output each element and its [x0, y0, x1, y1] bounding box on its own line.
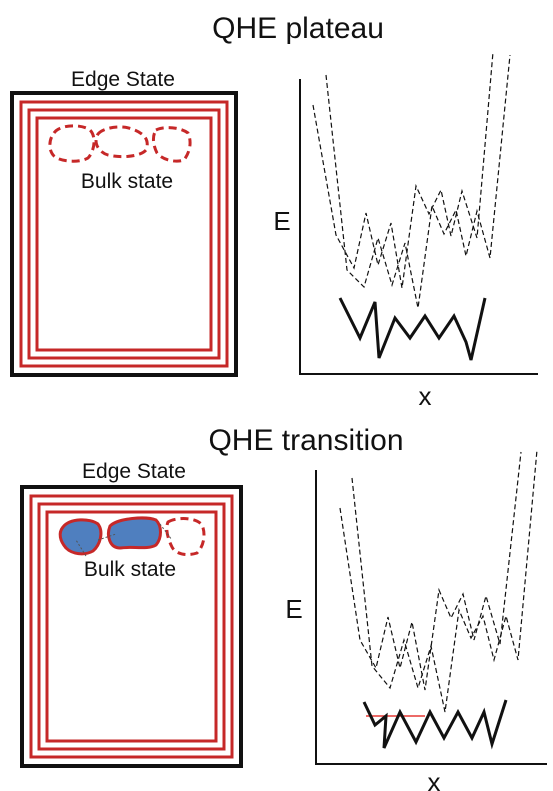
- panel-transition: QHE transition Edge State Bulk state E x: [22, 424, 547, 791]
- bulk-state-label: Bulk state: [84, 558, 176, 581]
- dashed-landau-level: [326, 55, 510, 308]
- bulk-state-label: Bulk state: [81, 170, 173, 193]
- bulk-puddle-filled: [108, 518, 160, 548]
- edge-state-label: Edge State: [82, 460, 186, 483]
- dashed-landau-level: [313, 52, 493, 288]
- edge-ring-inner: [37, 118, 211, 350]
- x-axis-label: x: [419, 381, 432, 411]
- plot-axes: [300, 79, 538, 374]
- edge-ring-middle: [29, 110, 219, 358]
- edge-ring-outer: [21, 102, 227, 366]
- x-axis-label: x: [428, 767, 441, 791]
- dashed-landau-level: [340, 452, 521, 690]
- bulk-puddle: [153, 128, 190, 162]
- edge-state-label: Edge State: [71, 68, 175, 91]
- sample-box: Edge State Bulk state: [22, 460, 241, 766]
- y-axis-label: E: [273, 206, 290, 236]
- bulk-puddle: [167, 519, 204, 555]
- solid-landau-level: [340, 298, 485, 360]
- bulk-puddle: [50, 126, 94, 161]
- potential-plot: E x: [273, 52, 538, 411]
- sample-box: Edge State Bulk state: [12, 68, 236, 375]
- panel-title: QHE plateau: [212, 12, 384, 45]
- solid-landau-level: [364, 700, 506, 748]
- sample-frame: [12, 93, 236, 375]
- panel-plateau: QHE plateau Edge State Bulk state E x: [12, 12, 538, 411]
- panel-title: QHE transition: [208, 424, 403, 457]
- y-axis-label: E: [285, 594, 302, 624]
- potential-plot: E x: [285, 450, 547, 791]
- bulk-puddle: [96, 127, 147, 157]
- dashed-landau-level: [352, 450, 537, 712]
- plot-axes: [316, 470, 547, 764]
- bulk-puddle-filled: [60, 520, 101, 554]
